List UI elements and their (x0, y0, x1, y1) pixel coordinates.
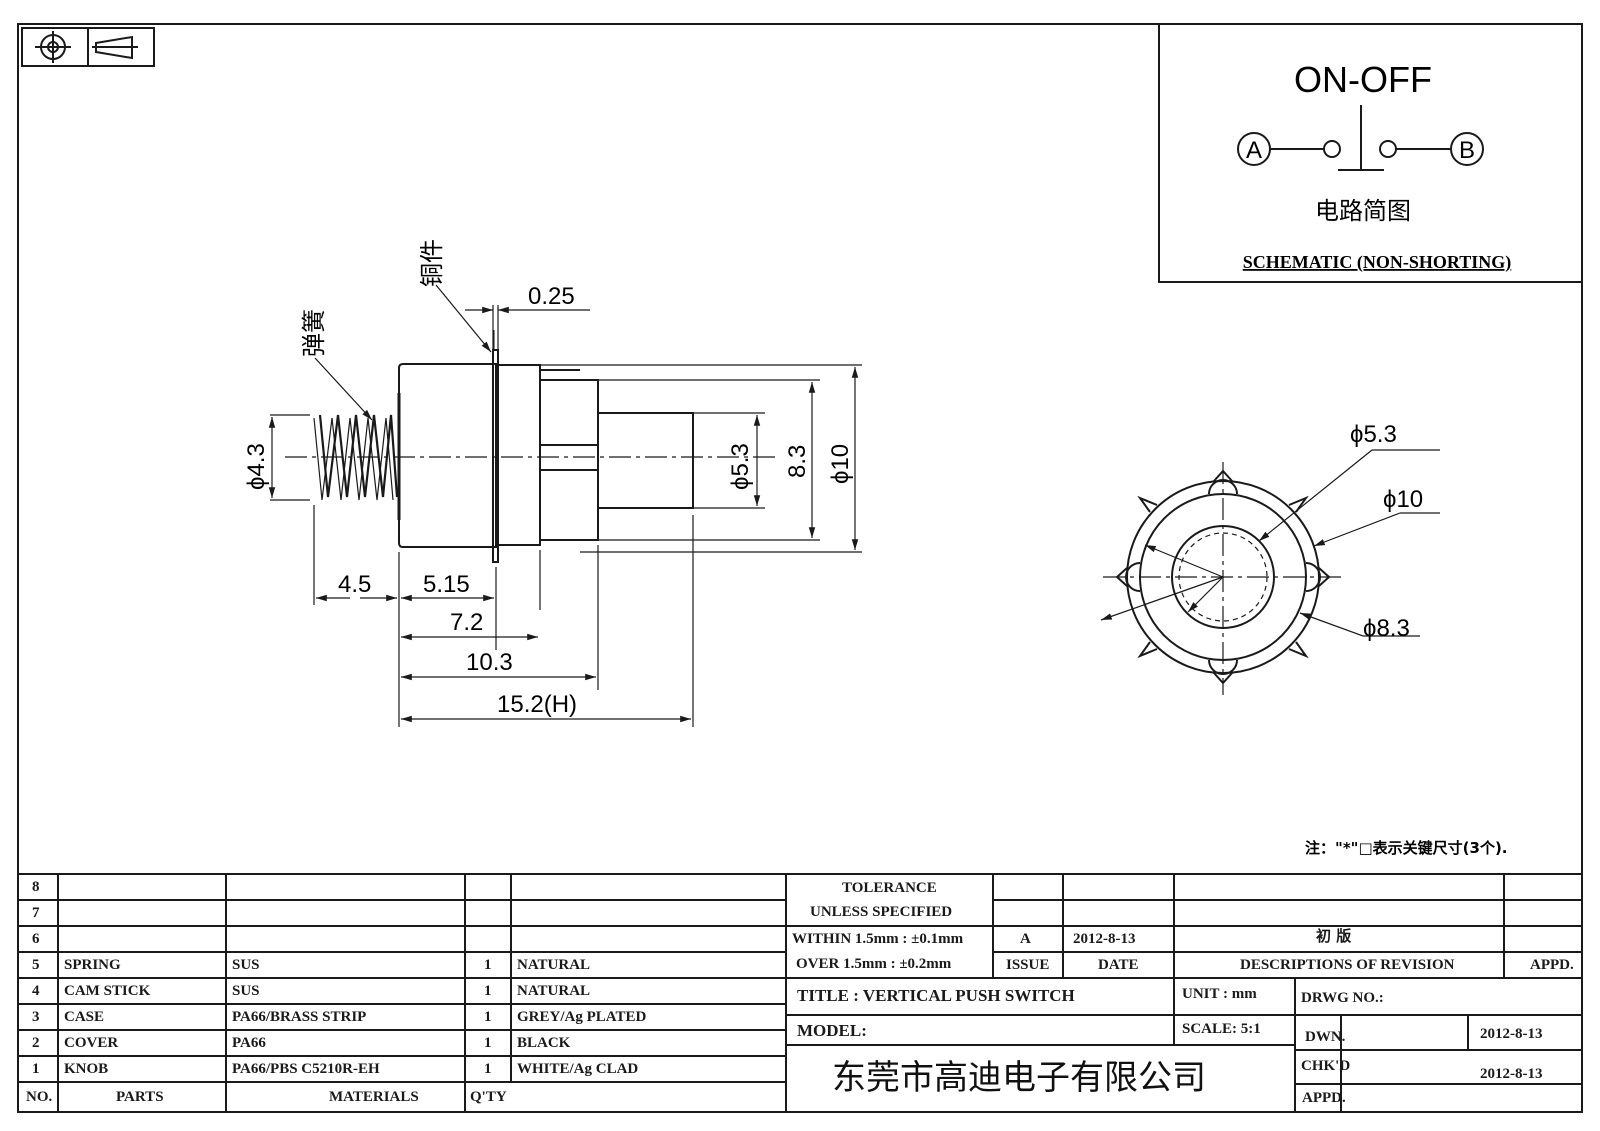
title-block-grid (18, 873, 1582, 1112)
front-dim-mid: ϕ8.3 (1363, 615, 1410, 642)
dim-spring-diameter: ϕ4.3 (243, 443, 270, 490)
tolerance-line1: TOLERANCE (842, 880, 937, 896)
row-7-no: 7 (32, 905, 40, 921)
spring-shape (318, 414, 399, 498)
key-dimension-note: 注："*"□表示关键尺寸(3个). (1305, 839, 1508, 857)
revision-header-desc: DESCRIPTIONS OF REVISION (1240, 957, 1455, 973)
checked-date: 2012-8-13 (1480, 1066, 1543, 1082)
revision-description: 初 版 (1316, 927, 1352, 945)
front-dim-outer: ϕ10 (1383, 486, 1423, 513)
copper-part-label: 铜件 (418, 239, 446, 287)
side-view (285, 330, 775, 563)
header-parts: PARTS (116, 1089, 164, 1105)
terminal-a-label: A (1246, 137, 1262, 164)
front-dim-inner: ϕ5.3 (1350, 421, 1397, 448)
revision-date: 2012-8-13 (1073, 931, 1136, 947)
dim-body-length: 5.15 (423, 571, 470, 598)
row-1-qty: 1 (484, 1061, 492, 1077)
row-4-material: SUS (232, 983, 260, 999)
tolerance-line2: UNLESS SPECIFIED (810, 904, 953, 920)
row-5-qty: 1 (484, 957, 492, 973)
sheet-border (17, 23, 1583, 1113)
row-5-no: 5 (32, 957, 40, 973)
dim-plate-thickness: 0.25 (528, 283, 575, 310)
front-view (1103, 462, 1343, 695)
row-4-qty: 1 (484, 983, 492, 999)
row-8-no: 8 (32, 879, 40, 895)
header-qty: Q'TY (470, 1089, 507, 1105)
schematic-caption-cn: 电路简图 (1315, 197, 1411, 225)
revision-header-date: DATE (1098, 957, 1139, 973)
row-5-color: NATURAL (517, 957, 591, 973)
spring-label: 弹簧 (300, 309, 328, 357)
dim-10-3: 10.3 (466, 649, 513, 676)
schematic-heading: ON-OFF (1294, 59, 1432, 100)
dim-7-2: 7.2 (450, 609, 483, 636)
row-2-material: PA66 (232, 1035, 266, 1051)
tolerance-line3: WITHIN 1.5mm : ±0.1mm (792, 931, 964, 947)
header-materials: MATERIALS (329, 1089, 419, 1105)
row-6-no: 6 (32, 931, 40, 947)
drawn-date: 2012-8-13 (1480, 1026, 1543, 1042)
row-2-no: 2 (32, 1035, 40, 1051)
row-3-material: PA66/BRASS STRIP (232, 1009, 367, 1025)
terminal-b-label: B (1459, 137, 1475, 164)
row-2-qty: 1 (484, 1035, 492, 1051)
row-4-no: 4 (32, 983, 40, 999)
row-4-part: CAM STICK (64, 983, 151, 999)
row-2-color: BLACK (517, 1035, 571, 1051)
unit-label: UNIT : mm (1182, 986, 1257, 1002)
scale-label: SCALE: 5:1 (1182, 1021, 1261, 1037)
row-1-material: PA66/PBS C5210R-EH (232, 1061, 380, 1077)
row-5-part: SPRING (64, 957, 121, 973)
row-1-no: 1 (32, 1061, 40, 1077)
checked-label: CHK'D (1301, 1058, 1351, 1074)
drawn-label: DWN. (1305, 1029, 1346, 1045)
knob-circle (1171, 525, 1275, 629)
drawing-title: TITLE : VERTICAL PUSH SWITCH (797, 986, 1075, 1005)
revision-header-issue: ISSUE (1006, 957, 1050, 973)
tolerance-line4: OVER 1.5mm : ±0.2mm (796, 956, 952, 972)
model-label: MODEL: (797, 1021, 867, 1040)
dim-knob-diameter: ϕ5.3 (727, 443, 754, 490)
row-3-qty: 1 (484, 1009, 492, 1025)
schematic-caption-en: SCHEMATIC (NON-SHORTING) (1243, 252, 1512, 273)
row-4-color: NATURAL (517, 983, 591, 999)
row-3-color: GREY/Ag PLATED (517, 1009, 647, 1025)
projection-symbol-icon (21, 27, 155, 67)
row-2-part: COVER (64, 1035, 119, 1051)
revision-issue: A (1020, 931, 1031, 947)
header-no: NO. (26, 1089, 53, 1105)
dim-total-height: 15.2(H) (497, 691, 577, 718)
row-3-part: CASE (64, 1009, 105, 1025)
dim-spring-length: 4.5 (338, 571, 371, 598)
knob-shape (597, 412, 694, 509)
row-1-part: KNOB (64, 1061, 109, 1077)
dim-body-inner: 8.3 (784, 445, 811, 478)
dim-body-outer: ϕ10 (827, 444, 854, 484)
row-3-no: 3 (32, 1009, 40, 1025)
company-name: 东莞市高迪电子有限公司 (832, 1058, 1206, 1098)
drawing-number-label: DRWG NO.: (1301, 990, 1384, 1006)
row-1-color: WHITE/Ag CLAD (517, 1061, 639, 1077)
approved-label: APPD. (1302, 1090, 1346, 1106)
revision-header-appd: APPD. (1530, 957, 1574, 973)
schematic-box: ON-OFF A B 电路简图 SCHEMATIC (NON-SHORTING) (1158, 23, 1583, 283)
row-5-material: SUS (232, 957, 260, 973)
switch-body (398, 363, 497, 548)
